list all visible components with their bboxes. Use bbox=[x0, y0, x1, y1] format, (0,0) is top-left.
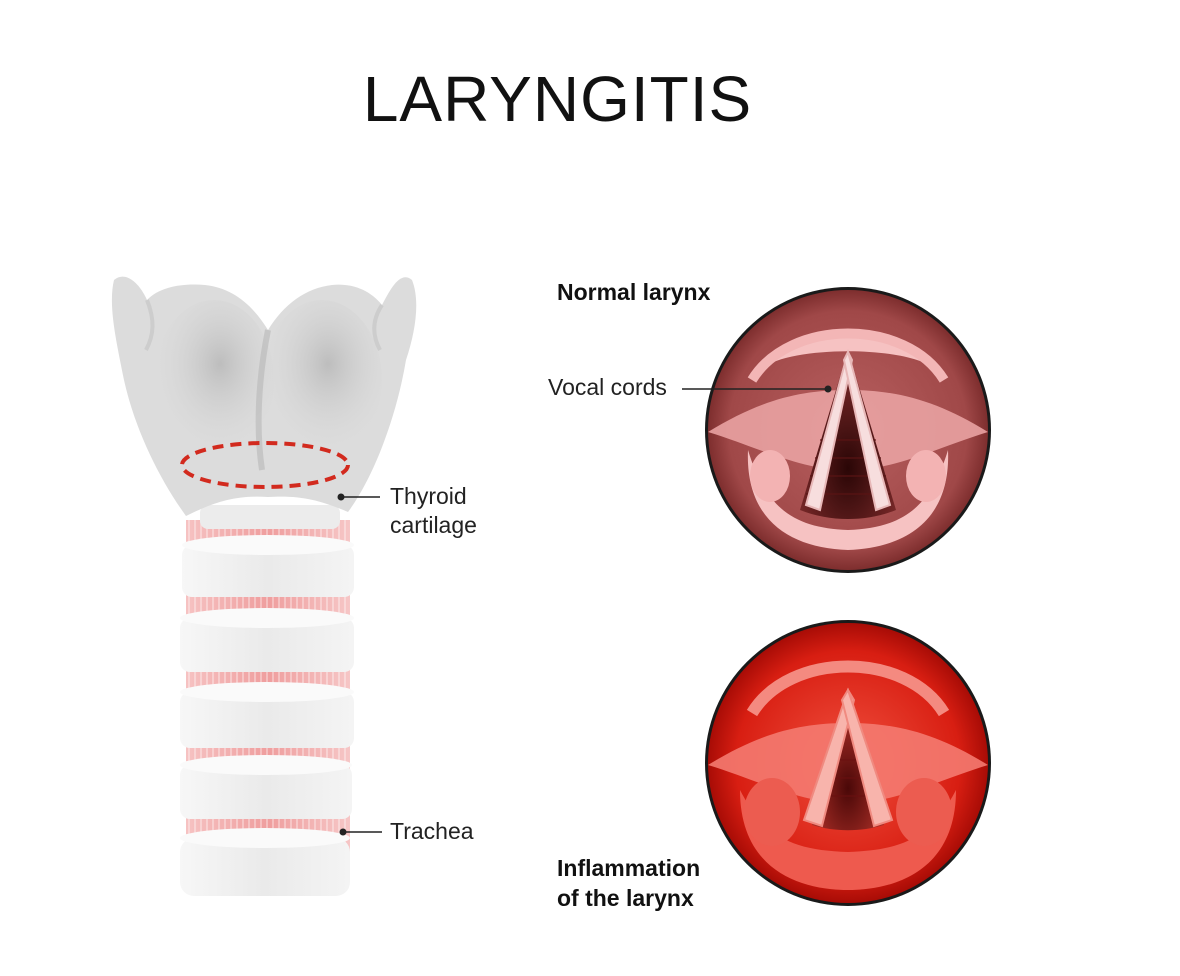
trachea-ring bbox=[180, 608, 354, 672]
diagram-title: LARYNGITIS bbox=[362, 63, 753, 135]
label-inflammation-line2: of the larynx bbox=[557, 885, 694, 911]
trachea bbox=[180, 505, 354, 896]
label-inflammation-line1: Inflammation bbox=[557, 855, 701, 881]
leader-trachea bbox=[339, 828, 382, 836]
inflamed-larynx-view bbox=[705, 620, 991, 906]
trachea-ring bbox=[182, 535, 354, 597]
trachea-ring bbox=[180, 755, 352, 819]
normal-larynx-view bbox=[682, 287, 991, 573]
label-normal-larynx: Normal larynx bbox=[557, 279, 711, 305]
label-vocal-cords: Vocal cords bbox=[548, 374, 667, 400]
leader-thyroid bbox=[337, 493, 380, 501]
label-thyroid-line2: cartilage bbox=[390, 512, 477, 538]
inflammation-site-marker bbox=[180, 441, 350, 489]
trachea-ring bbox=[180, 682, 354, 748]
label-thyroid-line1: Thyroid bbox=[390, 483, 467, 509]
thyroid-cartilage bbox=[111, 276, 417, 516]
label-trachea: Trachea bbox=[390, 818, 474, 844]
trachea-ring bbox=[180, 828, 350, 896]
